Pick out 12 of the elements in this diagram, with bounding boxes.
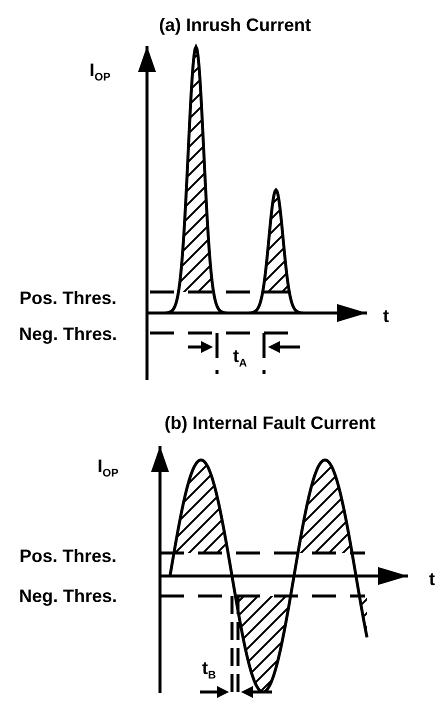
dimension-label: t$_{A}$	[233, 346, 247, 370]
threshold-label: Pos. Thres.	[19, 547, 117, 565]
panel-title: (a) Inrush Current	[158, 16, 311, 34]
dimension-label: t$_{B}$	[202, 658, 216, 682]
threshold-label: Neg. Thres.	[18, 325, 118, 343]
axis-label: I$_{OP}$	[90, 60, 110, 84]
threshold-label: Neg. Thres.	[18, 587, 118, 605]
panel-title: (b) Internal Fault Current	[164, 414, 376, 432]
threshold-label: Pos. Thres.	[19, 289, 117, 307]
axis-label: I$_{OP}$	[98, 456, 118, 480]
axis-label: t	[429, 570, 435, 588]
axis-label: t	[383, 307, 389, 325]
